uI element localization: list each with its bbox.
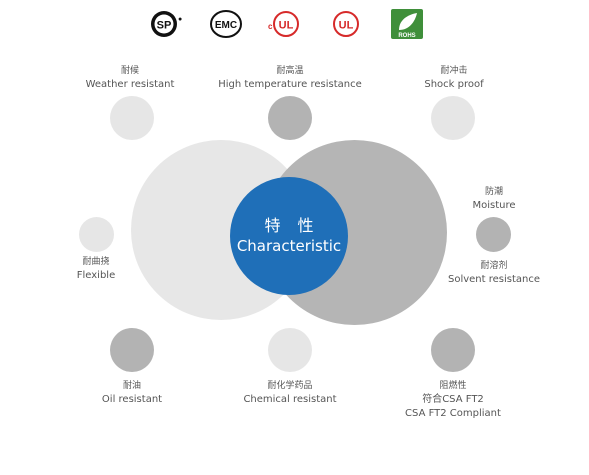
flame-label-zh: 阻燃性 xyxy=(439,381,467,391)
csa-logo-text: SP xyxy=(157,20,172,32)
weather-label-en: Weather resistant xyxy=(85,79,175,90)
chemical-label: 耐化学药品 Chemical resistant xyxy=(235,379,345,407)
solvent-label: 耐溶剂 Solvent resistance xyxy=(444,259,544,287)
shock-label-zh: 耐冲击 xyxy=(440,66,468,76)
center-title-zh: 特 性 xyxy=(264,216,320,235)
rohs-logo-text: ROHS xyxy=(398,33,415,39)
chemical-label-zh: 耐化学药品 xyxy=(267,381,313,391)
solvent-label-en: Solvent resistance xyxy=(447,274,541,285)
flexible-label: 耐曲挠 Flexible xyxy=(61,255,131,283)
moisture-label-zh: 防潮 xyxy=(484,187,503,197)
cul-logo-text: UL xyxy=(279,20,294,32)
shock-label: 耐冲击 Shock proof xyxy=(404,64,504,92)
ul-logo-text: UL xyxy=(339,20,354,32)
moisture-dot xyxy=(476,217,511,252)
chemical-dot xyxy=(268,328,312,372)
rohs-logo: ROHS xyxy=(389,8,425,40)
weather-label: 耐候 Weather resistant xyxy=(75,64,185,92)
flexible-label-en: Flexible xyxy=(76,270,116,281)
oil-label: 耐油 Oil resistant xyxy=(87,379,177,407)
cul-logo: c UL xyxy=(266,8,302,40)
high-temp-dot xyxy=(268,96,312,140)
solvent-label-zh: 耐溶剂 xyxy=(480,261,508,271)
flame-label-zh2: 符合CSA FT2 xyxy=(422,394,484,405)
oil-label-en: Oil resistant xyxy=(101,394,163,405)
flexible-dot xyxy=(79,217,114,252)
weather-label-zh: 耐候 xyxy=(120,66,139,76)
svg-text:●: ● xyxy=(178,16,182,23)
emc-logo: EMC xyxy=(208,8,244,40)
chemical-label-en: Chemical resistant xyxy=(243,394,337,405)
flame-dot xyxy=(431,328,475,372)
oil-label-zh: 耐油 xyxy=(122,381,141,391)
oil-dot xyxy=(110,328,154,372)
moisture-label: 防潮 Moisture xyxy=(454,185,534,213)
shock-label-en: Shock proof xyxy=(424,79,484,90)
high-temp-label-zh: 耐高温 xyxy=(276,66,304,76)
svg-text:c: c xyxy=(268,22,273,31)
csa-logo: SP ● xyxy=(149,8,185,40)
center-title-en: Characteristic xyxy=(236,237,342,255)
flame-label-en: CSA FT2 Compliant xyxy=(405,408,501,419)
high-temp-label-en: High temperature resistance xyxy=(218,79,362,90)
ul-logo: UL xyxy=(328,8,364,40)
high-temp-label: 耐高温 High temperature resistance xyxy=(215,64,365,92)
flexible-label-zh: 耐曲挠 xyxy=(82,257,110,267)
characteristic-center-circle: 特 性 Characteristic xyxy=(230,177,348,295)
flame-label: 阻燃性 符合CSA FT2 CSA FT2 Compliant xyxy=(393,379,513,421)
shock-dot xyxy=(431,96,475,140)
weather-dot xyxy=(110,96,154,140)
emc-logo-text: EMC xyxy=(215,20,237,31)
moisture-label-en: Moisture xyxy=(472,200,516,211)
